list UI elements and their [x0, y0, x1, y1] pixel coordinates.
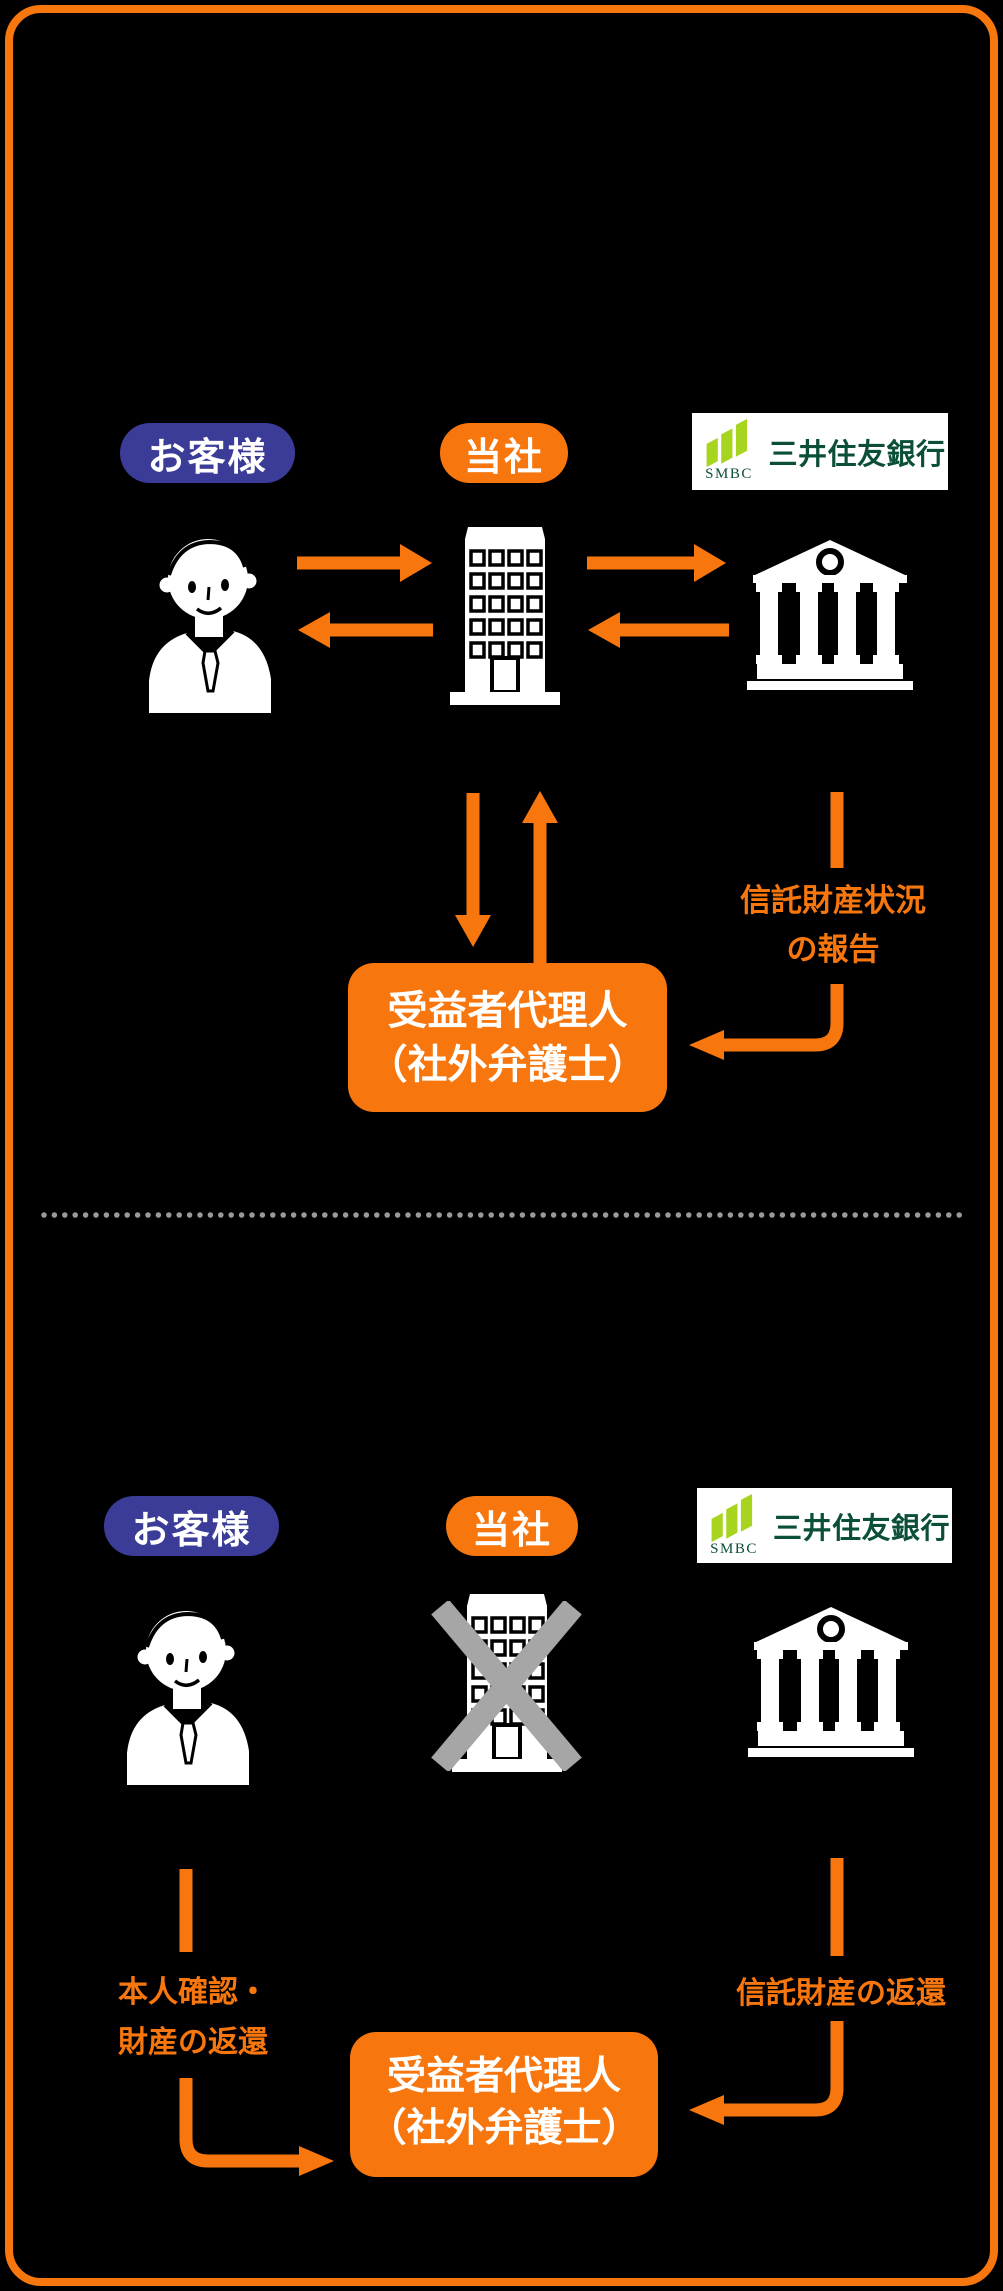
smbc-logo-2: SMBC 三井住友銀行: [697, 1488, 952, 1563]
agent-box-1-line2: （社外弁護士）: [367, 1043, 648, 1087]
report-flow-label-line1: 信託財産状況: [740, 883, 926, 918]
smbc-wordmark: SMBC: [705, 466, 753, 482]
bank-building-icon: [748, 1607, 914, 1757]
x-mark-icon: [431, 1601, 582, 1771]
smbc-bank-name: 三井住友銀行: [768, 438, 946, 471]
arrowhead-left-icon: [298, 612, 330, 648]
identity-flow-label: 本人確認・ 財産の返還: [63, 1968, 323, 2068]
smbc-logo-1: SMBC 三井住友銀行: [692, 413, 948, 490]
smbc-rising-mark-icon: [706, 418, 748, 468]
report-flow-label: 信託財産状況 の報告: [703, 876, 963, 974]
arrowhead-left-icon: [588, 612, 620, 648]
customer-pill-1-label: お客様: [147, 436, 268, 479]
arrowhead-right-icon: [299, 2146, 334, 2176]
identity-flow-label-line1: 本人確認・: [118, 1976, 268, 2009]
agent-box-2-line1: 受益者代理人: [386, 2055, 621, 2098]
arrowhead-right-icon: [400, 544, 432, 582]
return-flow-label-line1: 信託財産の返還: [736, 1977, 946, 2010]
person-icon: [149, 539, 271, 713]
company-pill-1: 当社: [440, 423, 568, 483]
smbc-wordmark: SMBC: [710, 1541, 758, 1557]
arrowhead-left-icon: [689, 2095, 724, 2125]
smbc-bank-name: 三井住友銀行: [772, 1512, 950, 1545]
agent-box-1-line1: 受益者代理人: [387, 989, 628, 1033]
customer-pill-1: お客様: [120, 423, 295, 483]
customer-pill-2-label: お客様: [131, 1509, 252, 1552]
beneficiary-agent-box-1: 受益者代理人 （社外弁護士）: [348, 963, 667, 1112]
report-flow-label-line2: の報告: [786, 932, 880, 967]
smbc-mark-block-2: SMBC: [697, 1488, 771, 1563]
return-flow-label: 信託財産の返還: [711, 1979, 971, 2009]
line-bank-return-elbow: [724, 2021, 844, 2117]
arrowhead-left-icon: [689, 1030, 724, 1060]
agent-box-2-line2: （社外弁護士）: [367, 2107, 641, 2150]
office-building-icon: [450, 527, 560, 705]
identity-flow-label-line2: 財産の返還: [118, 2026, 268, 2059]
line-customer-return-elbow: [179, 2078, 299, 2168]
arrowhead-down-icon: [455, 915, 491, 947]
arrowhead-right-icon: [694, 544, 726, 582]
beneficiary-agent-box-2: 受益者代理人 （社外弁護士）: [350, 2032, 658, 2177]
customer-pill-2: お客様: [104, 1496, 279, 1556]
smbc-rising-mark-icon: [711, 1493, 753, 1543]
company-pill-1-label: 当社: [463, 436, 544, 479]
arrowhead-up-icon: [522, 791, 558, 823]
company-pill-2-label: 当社: [471, 1509, 552, 1552]
line-bank-report-elbow: [724, 984, 844, 1052]
smbc-mark-block-1: SMBC: [692, 413, 766, 490]
rounded-border: [5, 5, 998, 2286]
bank-building-icon: [747, 540, 913, 690]
person-icon: [127, 1611, 249, 1785]
company-pill-2: 当社: [446, 1496, 578, 1556]
